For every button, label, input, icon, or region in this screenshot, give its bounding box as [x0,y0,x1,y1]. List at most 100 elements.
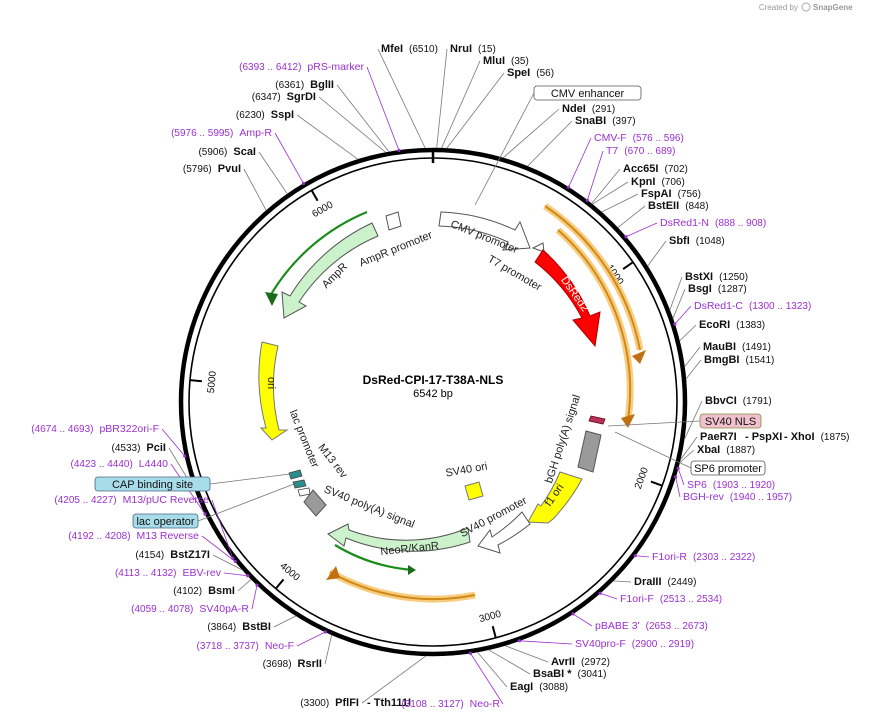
enzyme-bsmi[interactable]: (4102)BsmI [173,585,235,597]
box-sv40-nls[interactable] [699,413,762,429]
feature-neor-kanr[interactable] [327,523,471,552]
feature-cap-site[interactable] [288,469,303,480]
enzyme-maubi[interactable]: MauBI(1491) [703,341,771,353]
feature-ampr-promoter[interactable] [385,211,402,231]
primer-prs-marker[interactable]: (6393 .. 6412)pRS-marker [239,61,364,73]
amp-green-line [269,210,368,297]
feature-f1-ori[interactable] [527,471,583,524]
enzyme-bsgi[interactable]: BsgI(1287) [688,283,747,295]
leader-line [318,96,386,153]
enzyme-tth111i[interactable]: - Tth111I [367,697,411,709]
tick-label-2000: 2000 [633,466,651,491]
enzyme-xhoi[interactable]: - XhoI(1875) [784,431,849,443]
primer-bgh-rev[interactable]: BGH-rev(1940 .. 1957) [683,491,792,503]
feature-lac-operator[interactable] [292,479,307,489]
primer-m13-reverse[interactable]: (4192 .. 4208)M13 Reverse [68,530,199,542]
primer-dsred1-c[interactable]: DsRed1-C(1300 .. 1323) [694,300,811,312]
feature-cmv-promoter[interactable] [438,211,531,251]
enzyme-ecori[interactable]: EcoRI(1383) [699,319,765,331]
enzyme-pcii[interactable]: (4533)PciI [112,442,166,454]
primer-site-mark [633,554,637,558]
plasmid-size: 6542 bp [413,388,453,400]
leader-line [675,477,681,498]
enzyme-bstz17i[interactable]: (4154)BstZ17I [135,549,210,561]
primer-sp6[interactable]: SP6(1903 .. 1920) [687,479,775,491]
feature-dsred2[interactable] [534,249,601,348]
enzyme-pflfi[interactable]: (3300)PflFI [300,697,359,709]
box-sp6-promoter[interactable] [690,460,766,476]
enzyme-pspxi[interactable]: - PspXI [745,431,782,443]
enzyme-avrii[interactable]: AvrII(2972) [551,656,610,668]
enzyme-bmgbi[interactable]: BmgBI(1541) [704,354,774,366]
primer-sv40pro-f[interactable]: SV40pro-F(2900 .. 2919) [575,638,694,650]
box-cmv-enhancer[interactable] [533,85,642,101]
enzyme-draiii[interactable]: DraIII(2449) [634,576,696,588]
enzyme-sspi[interactable]: (6230)SspI [236,109,294,121]
leader-line [209,473,291,485]
feature-m13-rev[interactable] [297,487,311,497]
leader-line [477,651,508,688]
primer-f1ori-f[interactable]: F1ori-F(2513 .. 2534) [620,593,722,605]
enzyme-mlui[interactable]: MluI(35) [483,55,529,67]
enzyme-xbai[interactable]: XbaI(1887) [697,444,755,456]
feature-ori[interactable] [258,341,289,441]
primer-site-mark [624,235,628,239]
leader-line [273,615,297,628]
leader-line [677,468,685,486]
feature-bgh-polya[interactable] [577,430,602,473]
feature-sv40-polya[interactable] [303,489,327,517]
enzyme-eagi[interactable]: EagI(3088) [510,681,568,693]
enzyme-spei[interactable]: SpeI(56) [507,67,554,79]
primer-f1ori-r[interactable]: F1ori-R(2303 .. 2322) [652,551,755,563]
feature-sv40-promoter[interactable] [477,511,531,554]
label-sv40-ori: SV40 ori [445,460,489,479]
feature-ampr[interactable] [281,222,379,319]
primer-m13-puc-reverse[interactable]: (4205 .. 4227)M13/pUC Reverse [54,494,209,506]
primer-amp-r[interactable]: (5976 .. 5995)Amp-R [171,127,272,139]
enzyme-bsabi[interactable]: BsaBI *(3041) [533,668,606,680]
leader-line [197,483,295,522]
enzyme-paer7i[interactable]: PaeR7I [700,431,737,443]
brand-prefix: Created by [759,3,798,12]
primer-cmv-f[interactable]: CMV-F(576 .. 596) [594,132,684,144]
enzyme-acc65i[interactable]: Acc65I(702) [623,163,688,175]
primer-site-mark [517,639,522,643]
feature-sv40-nls[interactable] [588,415,606,425]
enzyme-scai[interactable]: (5906)ScaI [198,146,256,158]
enzyme-bstxi[interactable]: BstXI(1250) [685,271,748,283]
enzyme-pvui[interactable]: (5796)PvuI [183,163,241,175]
enzyme-sbfi[interactable]: SbfI(1048) [669,235,725,247]
primer-pbabe-3[interactable]: pBABE 3'(2653 .. 2673) [595,620,708,632]
box-label-sv40-nls: SV40 NLS [705,416,756,428]
feature-t7-promoter[interactable] [531,242,545,253]
primer-t7[interactable]: T7(670 .. 689) [606,145,675,157]
leader-line [366,66,400,151]
enzyme-bstbi[interactable]: (3864)BstBI [207,621,271,633]
box-lac-operator[interactable] [132,513,199,529]
amp-green-arrowhead [265,292,278,306]
label-m13-rev: M13 rev [315,442,349,481]
primer-l4440[interactable]: (4423 .. 4440)L4440 [71,458,169,470]
box-cap-binding-site[interactable] [94,476,211,492]
primer-ebv-rev[interactable]: (4113 .. 4132)EBV-rev [115,567,222,579]
feature-sv40-ori[interactable] [464,481,484,501]
enzyme-bglii[interactable]: (6361)BglII [275,79,334,91]
primer-neo-f[interactable]: (3718 .. 3737)Neo-F [197,640,294,652]
enzyme-mfei[interactable]: MfeI(6510) [381,43,438,55]
enzyme-kpni[interactable]: KpnI(706) [631,176,685,188]
enzyme-fspai[interactable]: FspAI(756) [641,188,701,200]
enzyme-ndei[interactable]: NdeI(291) [562,103,615,115]
primer-sv40pa-r[interactable]: (4059 .. 4078)SV40pA-R [131,603,249,615]
enzyme-bbvci[interactable]: BbvCI(1791) [705,395,772,407]
enzyme-bsteii[interactable]: BstEII(848) [648,200,709,212]
primer-dsred1-n[interactable]: DsRed1-N(888 .. 908) [660,217,766,229]
primer-site-mark [397,148,401,152]
leader-line [324,634,333,665]
primer-pbr322ori-f[interactable]: (4674 .. 4693)pBR322ori-F [31,423,159,435]
enzyme-rsrii[interactable]: (3698)RsrII [263,658,322,670]
leader-line [223,572,248,577]
enzyme-sgrdi[interactable]: (6347)SgrDI [252,91,316,103]
enzyme-nrui[interactable]: NruI(15) [450,43,496,55]
enzyme-snabi[interactable]: SnaBI(397) [575,115,636,127]
primer-neo-r[interactable]: (3108 .. 3127)Neo-R [401,698,500,710]
